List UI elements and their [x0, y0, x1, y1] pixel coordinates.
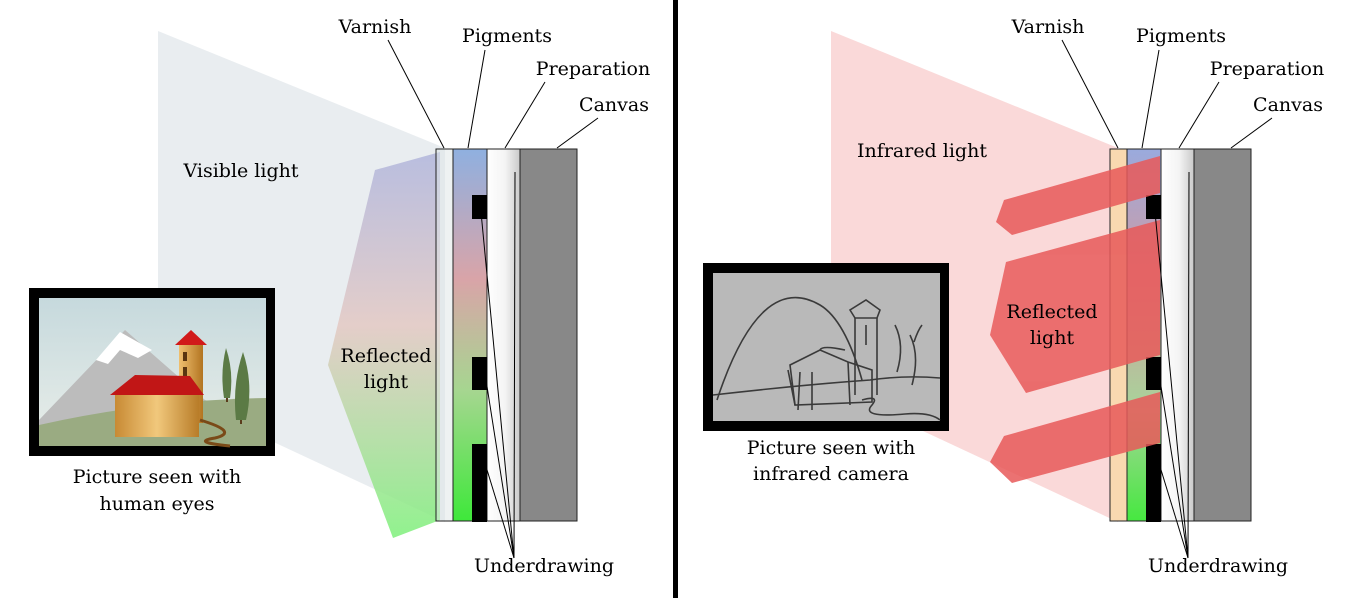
visible-light-label: Visible light: [182, 160, 298, 182]
reflected-light-label-line1: Reflected: [1006, 301, 1097, 323]
underdrawing-block: [472, 444, 487, 522]
picture-infrared-camera: [703, 263, 949, 431]
varnish-layer: [435, 148, 454, 522]
picture-caption-line2: human eyes: [99, 493, 214, 515]
picture-caption-line1: Picture seen with: [747, 437, 915, 459]
canvas-layer: [1193, 148, 1252, 522]
pigments-label: Pigments: [462, 25, 552, 47]
reflected-beam-top: [996, 156, 1160, 235]
canvas-label: Canvas: [1253, 94, 1323, 116]
reflected-light-label-line2: light: [1030, 327, 1075, 349]
right-leader-lines: [1061, 39, 1273, 559]
infrared-light-label: Infrared light: [857, 140, 987, 162]
varnish-label: Varnish: [1011, 16, 1085, 38]
underdrawing-label: Underdrawing: [474, 555, 614, 577]
underdrawing-block: [1146, 357, 1161, 390]
left-layer-stack: [435, 148, 578, 522]
underdrawing-block: [472, 357, 487, 390]
reflected-light-label-line1: Reflected: [340, 345, 431, 367]
underdrawing-block: [1146, 195, 1161, 219]
underdrawing-block: [472, 195, 487, 219]
reflected-infrared-beams: [990, 156, 1160, 483]
picture-human-eyes: [29, 288, 275, 456]
reflected-beam-middle: [990, 220, 1160, 393]
left-panel: Varnish Pigments Preparation Canvas Visi…: [29, 16, 650, 577]
preparation-label: Preparation: [536, 58, 650, 80]
canvas-layer: [519, 148, 578, 522]
varnish-label: Varnish: [338, 16, 412, 38]
picture-caption-line1: Picture seen with: [73, 466, 241, 488]
canvas-label: Canvas: [579, 94, 649, 116]
preparation-label: Preparation: [1210, 58, 1324, 80]
reflected-light-cone: [328, 152, 440, 538]
left-leader-lines: [387, 39, 599, 559]
reflected-beam-bottom: [990, 392, 1160, 483]
right-panel: Varnish Pigments Preparation Canvas Infr…: [703, 16, 1324, 577]
panel-divider: [673, 0, 678, 598]
pigments-label: Pigments: [1136, 25, 1226, 47]
underdrawing-block: [1146, 444, 1161, 522]
reflected-light-label-line2: light: [364, 371, 409, 393]
picture-caption-line2: infrared camera: [753, 463, 909, 485]
underdrawing-label: Underdrawing: [1148, 555, 1288, 577]
